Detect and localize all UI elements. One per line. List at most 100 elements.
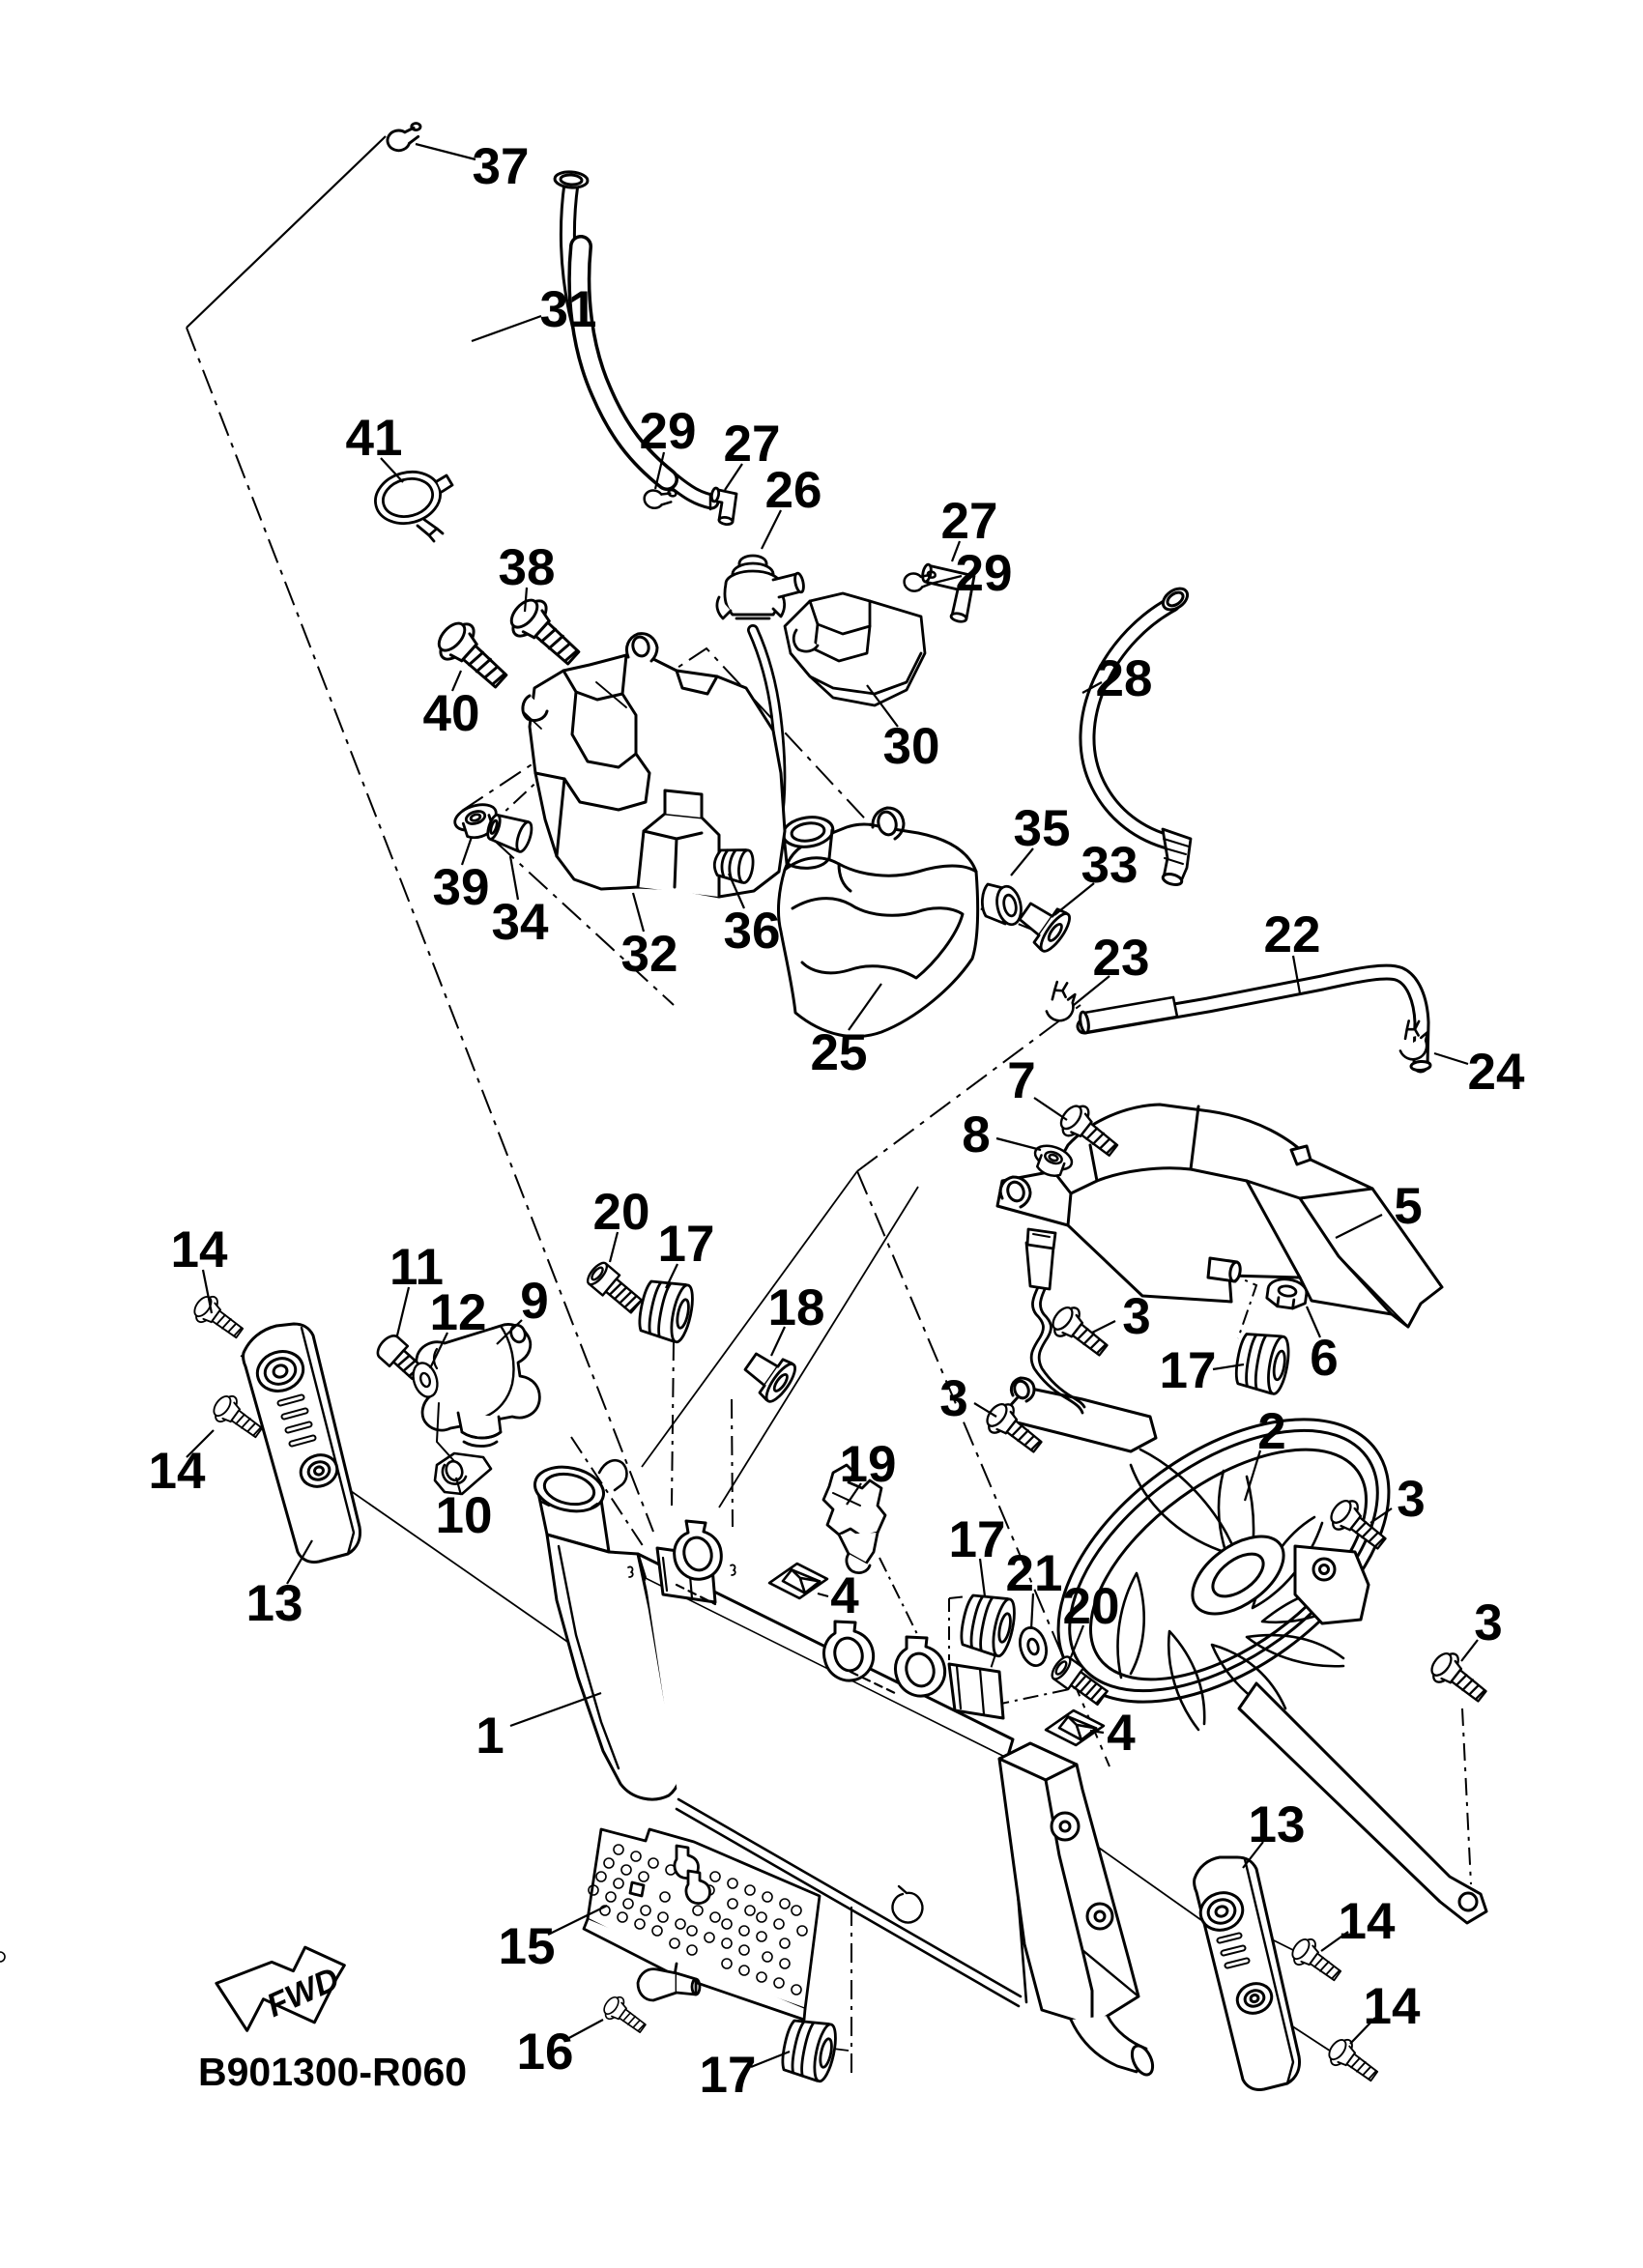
radiator-protector-15 — [0, 1827, 822, 2022]
callout-1: 1 — [476, 1708, 504, 1765]
fan-switch-19 — [822, 1463, 887, 1574]
callout-leader-34 — [508, 855, 520, 901]
callout-14: 14 — [1364, 1978, 1421, 2035]
callout-leader-1 — [509, 1691, 602, 1728]
plug-33 — [1011, 891, 1076, 957]
reservoir-cap-26 — [715, 554, 805, 829]
callout-leader-36 — [727, 873, 746, 909]
callout-leader-37 — [415, 142, 476, 161]
reservoir-hose-28 — [1079, 587, 1193, 886]
callout-leader-29 — [930, 574, 963, 586]
callout-leader-13 — [286, 1539, 313, 1585]
fan-shroud-5 — [995, 1103, 1444, 1329]
callout-leader-14 — [186, 1429, 215, 1458]
collar-34 — [482, 809, 536, 855]
callout-17: 17 — [658, 1216, 715, 1273]
bolt-38 — [502, 589, 590, 675]
callout-9: 9 — [520, 1273, 548, 1330]
callout-14: 14 — [149, 1443, 206, 1500]
callout-leader-19 — [846, 1482, 862, 1506]
callout-26: 26 — [765, 462, 822, 519]
breather-pipe-27a — [709, 486, 738, 527]
callout-29: 29 — [640, 403, 697, 460]
callout-3: 3 — [1397, 1471, 1425, 1528]
callout-leader-3 — [1091, 1320, 1116, 1334]
callout-leader-4 — [817, 1592, 829, 1598]
callout-4: 4 — [830, 1567, 859, 1624]
bolt-14a — [187, 1290, 249, 1346]
hose-clamp-41 — [374, 470, 454, 543]
callout-leader-28 — [1081, 681, 1103, 694]
bolt-14d — [1322, 2033, 1384, 2089]
callout-29: 29 — [956, 545, 1013, 602]
callout-leader-15 — [547, 1905, 608, 1936]
callout-leader-40 — [450, 670, 463, 692]
plug-18 — [736, 1341, 801, 1407]
diagram-code: B901300-R060 — [198, 2050, 467, 2094]
grommet-35 — [981, 882, 1023, 927]
callout-leader-29 — [653, 451, 666, 490]
callout-leader-3 — [1460, 1639, 1479, 1662]
callout-leader-27 — [724, 463, 743, 491]
callout-20: 20 — [1063, 1578, 1120, 1635]
callout-12: 12 — [430, 1284, 487, 1341]
callout-leader-3 — [1369, 1507, 1393, 1524]
callout-leader-16 — [564, 2019, 604, 2041]
callout-17: 17 — [949, 1511, 1006, 1568]
grommet-17b — [1231, 1328, 1294, 1397]
side-cover-13a — [242, 1322, 361, 1564]
callout-leader-17 — [750, 2050, 791, 2069]
callout-leader-8 — [995, 1136, 1042, 1152]
callout-15: 15 — [499, 1918, 556, 1975]
callout-4: 4 — [1107, 1705, 1136, 1762]
radiator-inlet-hose-22 — [1076, 963, 1432, 1074]
callout-41: 41 — [346, 410, 403, 467]
fwd-direction-arrow: FWD — [215, 1945, 346, 2032]
callout-leader-17 — [1212, 1363, 1245, 1371]
side-cover-13b — [1193, 1855, 1301, 2091]
cooling-fan-2 — [1007, 1227, 1488, 1925]
callout-leader-41 — [380, 457, 404, 483]
bolt-16 — [598, 1991, 651, 2040]
reservoir-breather-hose-31 — [553, 170, 720, 511]
callout-leader-23 — [1073, 975, 1110, 1006]
bolt-20a — [583, 1258, 647, 1318]
callout-leader-10 — [454, 1477, 463, 1496]
bolt-40 — [429, 613, 627, 730]
callout-leader-17 — [978, 1558, 987, 1597]
callout-leader-4 — [1089, 1729, 1105, 1735]
callout-leader-38 — [523, 587, 529, 613]
callout-leader-26 — [761, 509, 782, 550]
radiator-1 — [533, 1459, 1155, 2077]
callout-10: 10 — [436, 1487, 493, 1544]
callout-leader-2 — [1243, 1450, 1262, 1502]
callout-leader-11 — [395, 1286, 411, 1336]
radiator-cap-9 — [415, 1323, 541, 1448]
callout-27: 27 — [941, 493, 998, 550]
callout-39: 39 — [433, 859, 490, 916]
callout-leader-35 — [1010, 847, 1034, 876]
callout-leader-14 — [1349, 2017, 1376, 2045]
callout-3: 3 — [1474, 1594, 1502, 1651]
callout-19: 19 — [840, 1436, 897, 1493]
callout-leader-22 — [1291, 955, 1302, 994]
callout-leader-32 — [631, 892, 646, 933]
callout-36: 36 — [724, 903, 781, 960]
callout-leader-12 — [429, 1332, 448, 1369]
callout-21: 21 — [1006, 1545, 1063, 1602]
callout-leader-27 — [950, 540, 962, 562]
callout-leader-6 — [1305, 1306, 1322, 1338]
callout-leader-39 — [460, 836, 474, 866]
callout-37: 37 — [473, 138, 530, 195]
callout-14: 14 — [1339, 1893, 1396, 1950]
callout-13: 13 — [1249, 1796, 1306, 1853]
callout-22: 22 — [1264, 906, 1321, 963]
callout-leader-13 — [1242, 1841, 1264, 1869]
callout-leader-14 — [201, 1269, 214, 1314]
callout-20: 20 — [593, 1184, 650, 1241]
callout-2: 2 — [1257, 1403, 1285, 1460]
callout-40: 40 — [423, 685, 480, 742]
bolt-3a — [1045, 1300, 1115, 1364]
bracket-10 — [433, 1402, 493, 1496]
